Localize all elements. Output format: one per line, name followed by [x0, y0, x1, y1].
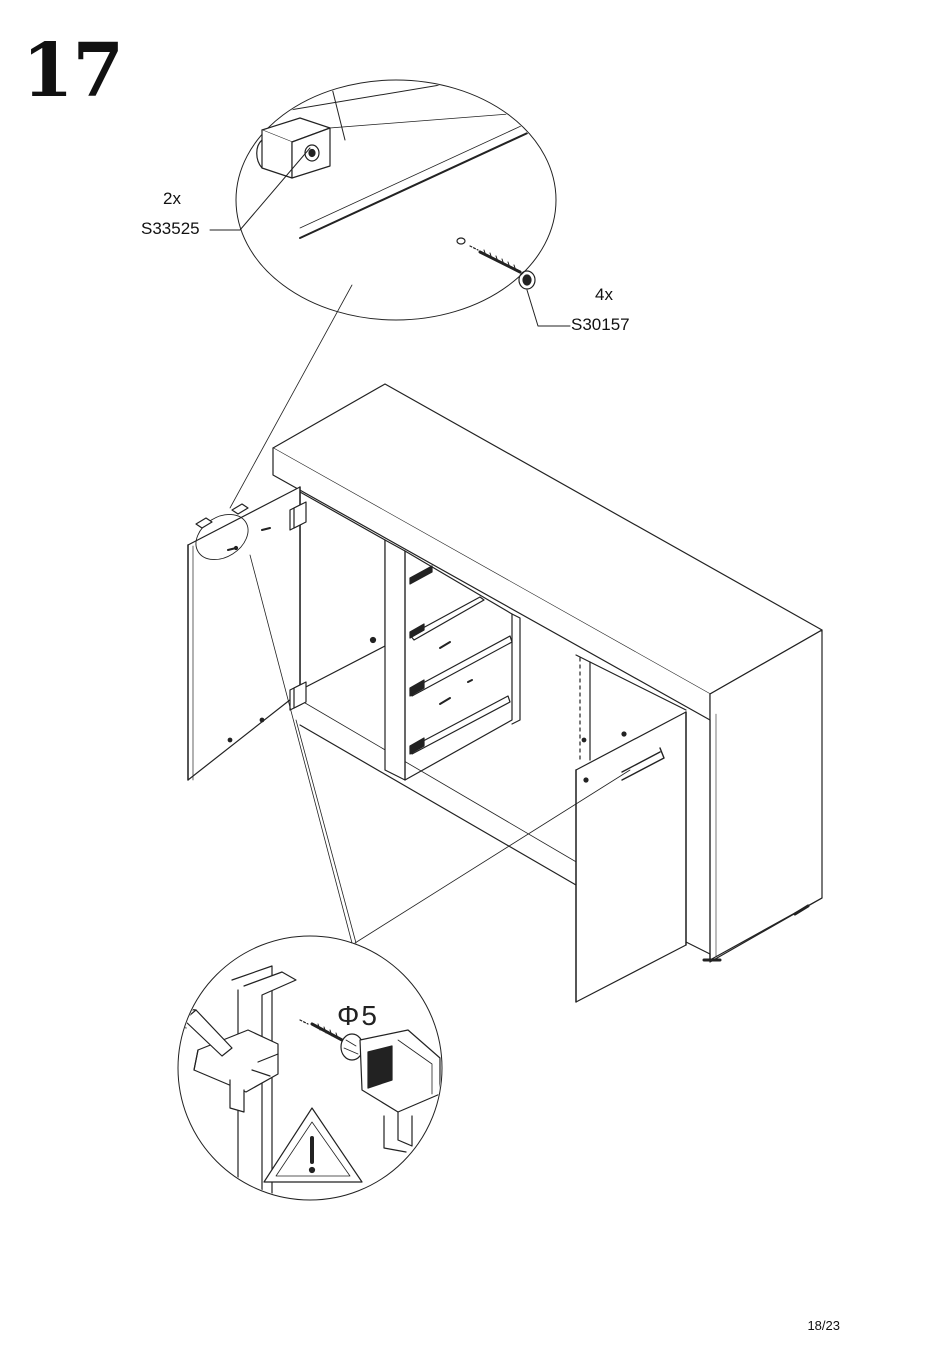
warning-triangle-icon — [264, 1108, 362, 1182]
sideboard-cabinet — [188, 384, 822, 1002]
bottom-detail-view — [178, 936, 442, 1210]
screw-icon — [457, 238, 535, 289]
drill-diameter-label: Φ5 — [337, 1000, 379, 1032]
page-number: 18/23 — [807, 1318, 840, 1333]
door-bumper-icon — [257, 118, 330, 178]
